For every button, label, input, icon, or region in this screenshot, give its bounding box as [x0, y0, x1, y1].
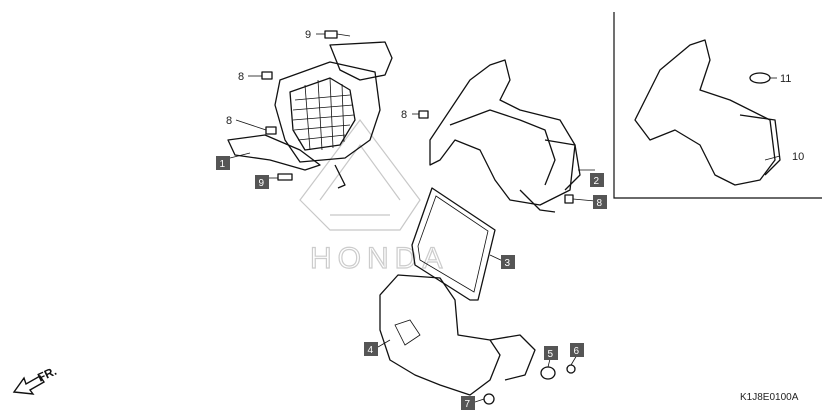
callout-box-8: 8 — [593, 195, 607, 209]
callout-9-top: 9 — [305, 29, 311, 41]
watermark-text: HONDA — [310, 242, 448, 275]
gasket-part-3 — [411, 187, 496, 301]
callout-8-center: 8 — [401, 109, 407, 121]
callout-8-left-top: 8 — [238, 71, 244, 83]
front-direction-arrow: FR. — [12, 364, 59, 395]
callout-box-3: 3 — [501, 255, 515, 269]
callout-box-4: 4 — [364, 342, 378, 356]
shroud-part-2 — [429, 59, 581, 213]
svg-text:4: 4 — [368, 345, 374, 356]
diagram-code: K1J8E0100A — [740, 392, 799, 403]
callout-box-7: 7 — [461, 396, 475, 410]
gasket-inner — [417, 195, 489, 293]
bolt-hardware — [261, 30, 576, 405]
callout-box-5: 5 — [544, 346, 558, 360]
svg-text:8: 8 — [597, 198, 603, 209]
svg-text:6: 6 — [574, 346, 580, 357]
inset-frame — [613, 12, 822, 199]
callout-8-left-bottom: 8 — [226, 115, 232, 127]
callout-box-2: 2 — [590, 173, 604, 187]
callout-box-1: 1 — [216, 156, 230, 170]
front-direction-label: FR. — [35, 364, 58, 385]
fan-cover-part-1 — [227, 41, 393, 189]
callout-box-6: 6 — [570, 343, 584, 357]
svg-text:2: 2 — [594, 176, 600, 187]
svg-text:3: 3 — [505, 258, 511, 269]
callout-11: 11 — [780, 73, 791, 85]
lower-cover-part-4 — [379, 274, 536, 396]
honda-watermark: HONDA — [299, 119, 448, 276]
callout-10: 10 — [792, 151, 804, 163]
svg-text:9: 9 — [259, 178, 265, 189]
svg-text:7: 7 — [465, 399, 471, 410]
inset-shroud-part-10 — [634, 39, 781, 186]
svg-text:5: 5 — [548, 349, 554, 360]
callout-box-9: 9 — [255, 175, 269, 189]
svg-text:1: 1 — [220, 159, 226, 170]
inset-grommet-part-11 — [749, 72, 771, 84]
